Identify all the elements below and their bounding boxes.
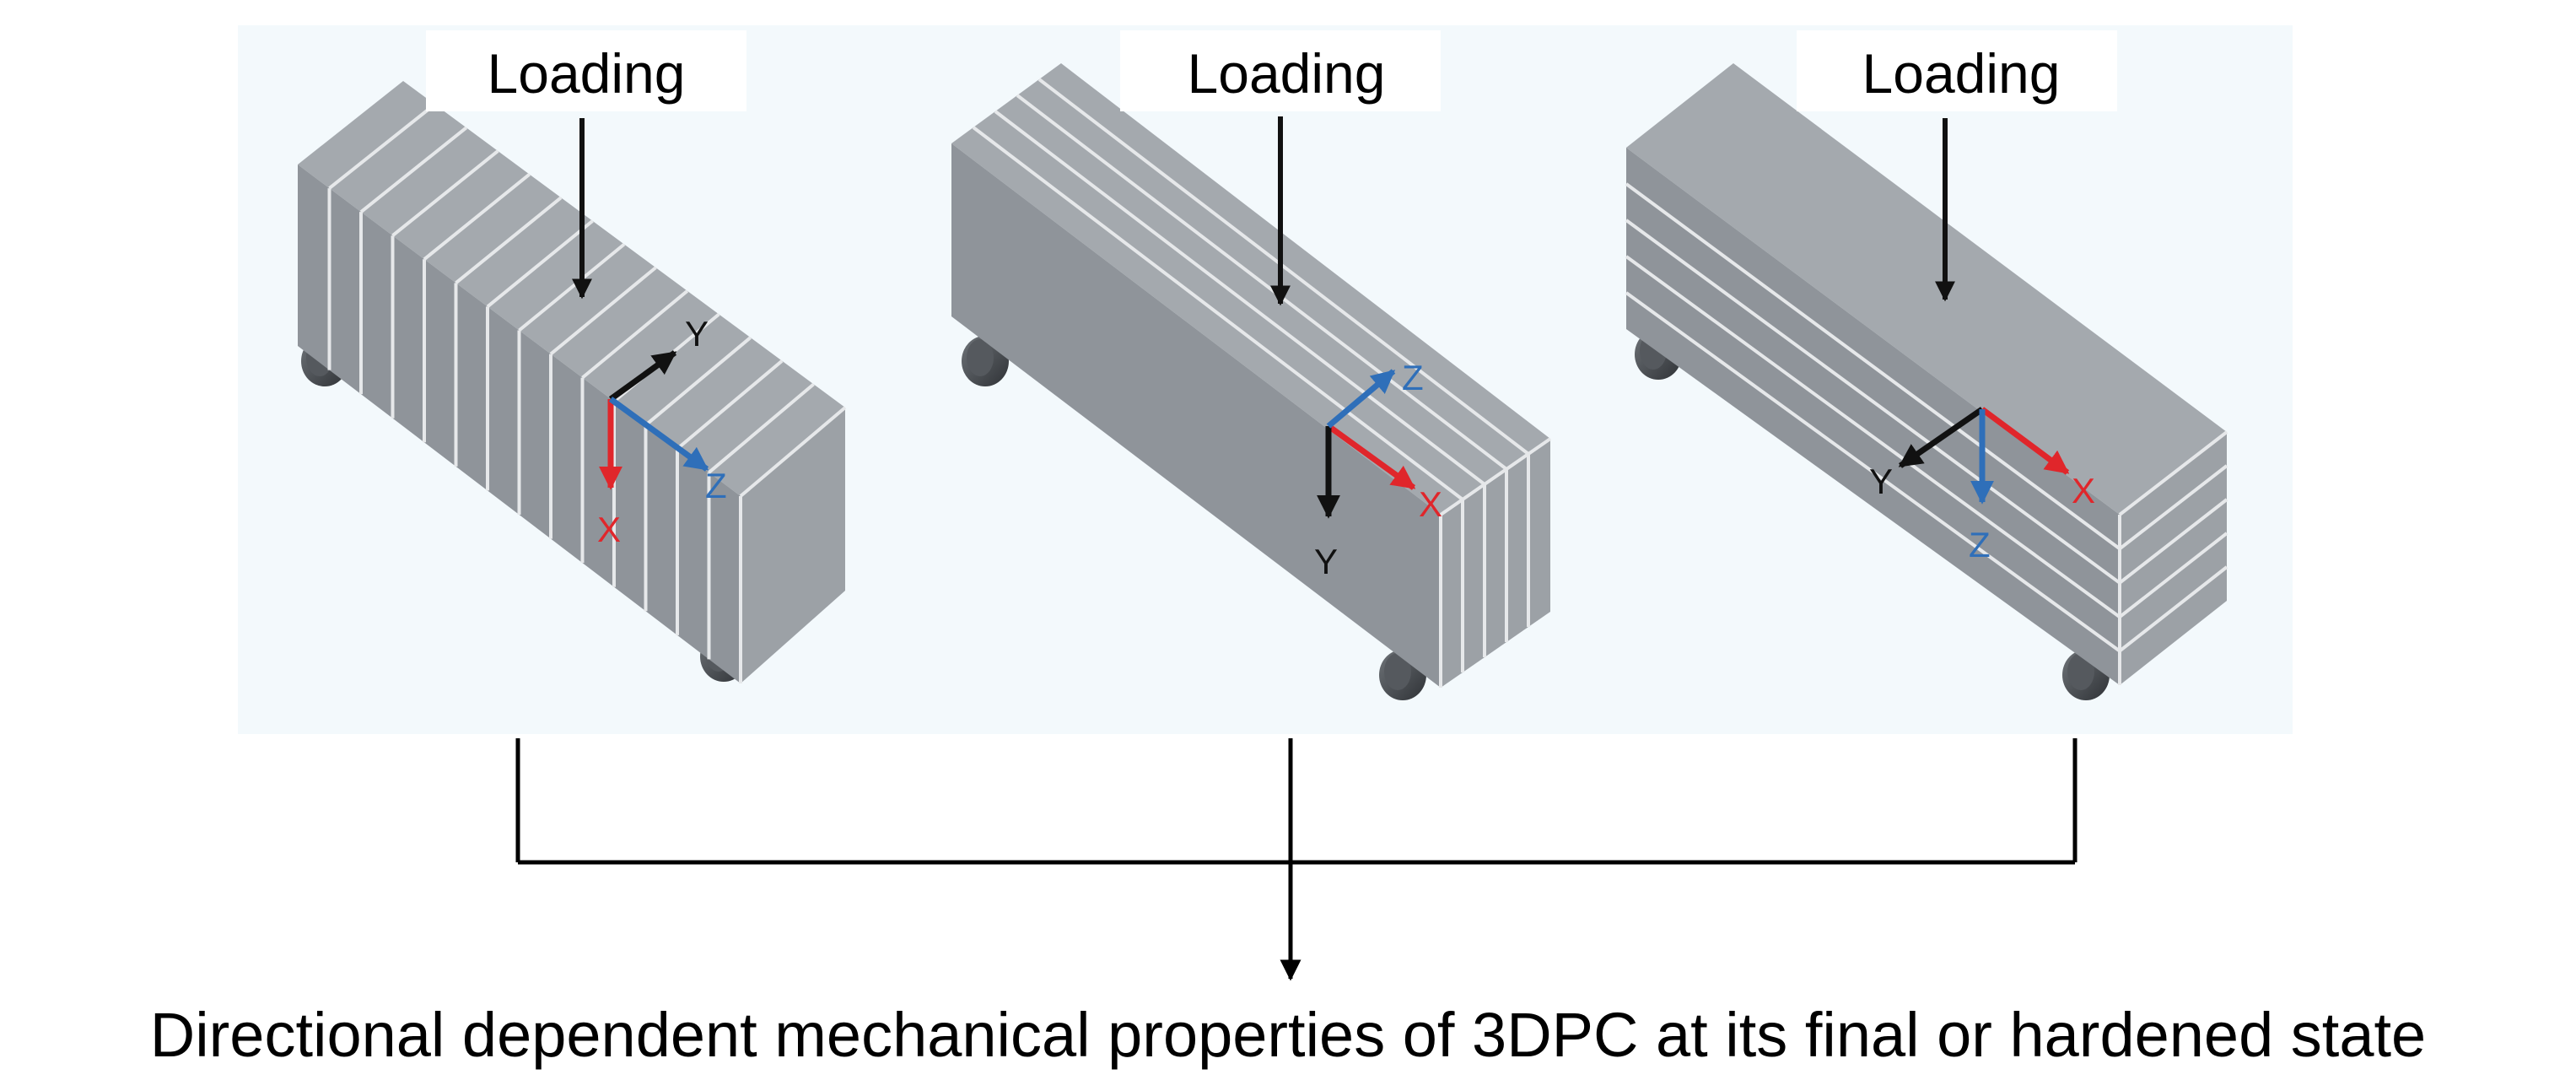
specimen-3: X Y Z [1625, 63, 2228, 700]
layer-line [1016, 94, 1508, 471]
axis-x-arrow [1980, 407, 2070, 475]
layer-line [455, 196, 563, 284]
layer-line [2118, 430, 2228, 516]
specimen-2: X Y Z [951, 63, 1552, 700]
axis-y-label: Y [1869, 462, 1893, 501]
layer-line [486, 219, 594, 308]
axis-z-label: Z [1969, 525, 1991, 564]
layer-line [1037, 78, 1530, 456]
layer-lines [1625, 182, 2228, 685]
layer-line [1625, 182, 2121, 551]
beam-end-face [1441, 439, 1550, 688]
axis-x-label: X [597, 510, 621, 549]
beam-top-face [1626, 63, 2227, 515]
axis-triad-icon [599, 350, 709, 490]
layer-line [644, 336, 752, 427]
axis-triad-icon [1317, 369, 1416, 519]
connector-bracket [515, 738, 2078, 865]
layer-line [423, 173, 531, 261]
specimen-1: X Y Z [298, 81, 847, 683]
layer-line [328, 103, 436, 190]
axis-triad-icon [1898, 407, 2070, 505]
loading-label: Loading [1188, 42, 1386, 105]
layer-lines [327, 103, 847, 683]
layer-line [2118, 464, 2228, 550]
layer-line [1625, 219, 2121, 585]
axis-x-label: X [1419, 484, 1442, 524]
loading-label-box [1120, 30, 1441, 111]
axis-z-arrow [608, 397, 709, 472]
layer-line [1439, 437, 1552, 516]
layer-line [359, 126, 468, 213]
axis-y-label: Y [1314, 542, 1338, 581]
axis-y-arrow [608, 350, 677, 402]
axis-z-arrow [1326, 369, 1396, 429]
beam-top-face [951, 63, 1550, 515]
layer-line [994, 110, 1486, 486]
loading-label-box [426, 30, 746, 111]
layer-line [739, 406, 847, 498]
caption: Directional dependent mechanical propert… [150, 1000, 2426, 1070]
layer-line [2118, 498, 2228, 585]
beam-end-face [741, 408, 845, 683]
layer-line [2118, 532, 2228, 618]
layer-line [581, 289, 689, 380]
layer-lines [972, 78, 1552, 688]
layer-line [1625, 255, 2121, 618]
layer-line [549, 266, 657, 356]
layer-line [1625, 291, 2121, 653]
beam-front-face [1626, 148, 2120, 685]
layer-line [391, 149, 499, 237]
loading-label: Loading [1862, 42, 2061, 105]
axis-z-label: Z [1402, 358, 1424, 397]
layer-line [676, 359, 784, 451]
axis-x-label: X [2072, 471, 2095, 510]
axis-x-arrow [1326, 424, 1416, 490]
axis-y-arrow [1898, 407, 1984, 468]
loading-label: Loading [488, 42, 686, 105]
layer-line [2118, 565, 2228, 653]
axis-y-label: Y [685, 314, 709, 354]
layer-line [708, 382, 815, 474]
layer-line [518, 242, 626, 332]
beam-front-face [951, 143, 1441, 688]
layer-line [972, 126, 1464, 501]
loading-label-box [1797, 30, 2117, 111]
axis-z-label: Z [705, 466, 727, 505]
